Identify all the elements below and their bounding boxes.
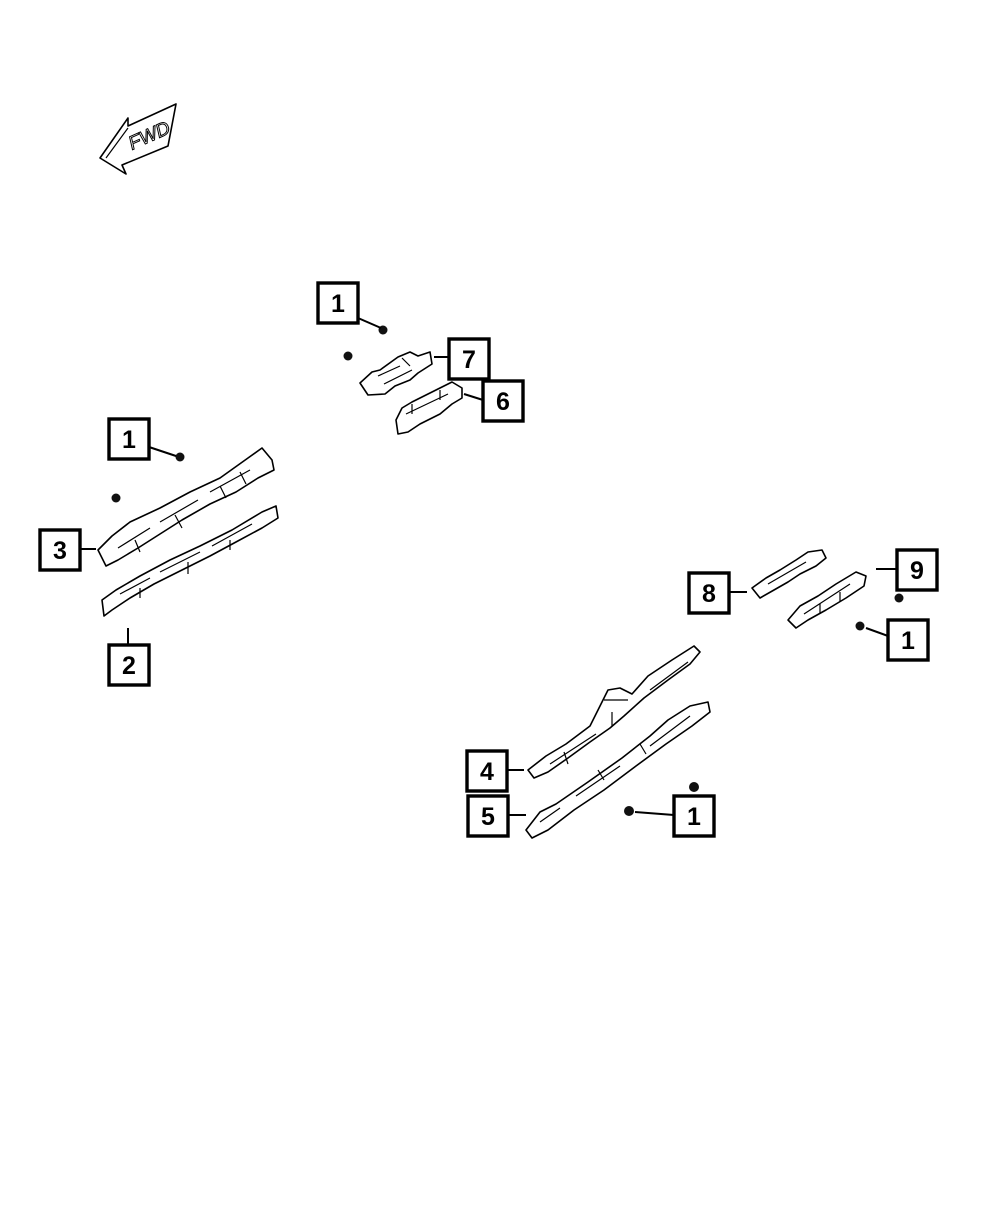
part-8-bracket <box>751 549 827 599</box>
callout-label: 9 <box>910 557 924 585</box>
callout-label: 7 <box>462 346 476 374</box>
part-4-bracket <box>527 645 701 779</box>
leader-line <box>148 446 177 457</box>
callout-9: 9 <box>895 548 939 592</box>
part-9-bracket <box>787 571 867 629</box>
part-5-bracket <box>525 701 711 839</box>
callout-2: 2 <box>107 643 151 687</box>
leader-line <box>865 627 889 637</box>
callout-1: 1 <box>886 618 930 662</box>
callout-1: 1 <box>672 794 716 838</box>
nut-fastener <box>111 493 121 503</box>
nut-fastener <box>175 452 185 462</box>
callout-1: 1 <box>107 417 151 461</box>
callout-5: 5 <box>466 794 510 838</box>
callout-6: 6 <box>481 379 525 423</box>
leader-line <box>357 317 382 329</box>
callout-label: 2 <box>122 652 136 680</box>
callout-label: 6 <box>496 388 510 416</box>
callout-3: 3 <box>38 528 82 572</box>
callout-1: 1 <box>316 281 360 325</box>
callout-label: 1 <box>122 426 136 454</box>
nut-fastener <box>343 351 353 361</box>
callout-label: 1 <box>331 290 345 318</box>
callout-label: 3 <box>53 537 67 565</box>
callout-label: 1 <box>901 627 915 655</box>
callout-8: 8 <box>687 571 731 615</box>
part-7-bracket <box>359 351 433 396</box>
part-2-bracket <box>101 505 279 617</box>
part-3-bracket <box>97 447 275 567</box>
callout-label: 1 <box>687 803 701 831</box>
nut-fastener <box>624 806 634 816</box>
forward-arrow-icon: FWD <box>99 103 177 175</box>
leader-line <box>463 393 484 401</box>
nut-fastener <box>894 593 904 603</box>
callout-label: 8 <box>702 580 716 608</box>
leader-line <box>634 811 675 816</box>
callout-label: 5 <box>481 803 495 831</box>
callout-7: 7 <box>447 337 491 381</box>
callout-4: 4 <box>465 749 509 793</box>
nut-fastener <box>689 782 699 792</box>
part-6-bracket <box>395 381 463 435</box>
nut-fastener <box>855 621 865 631</box>
callout-label: 4 <box>480 758 494 786</box>
